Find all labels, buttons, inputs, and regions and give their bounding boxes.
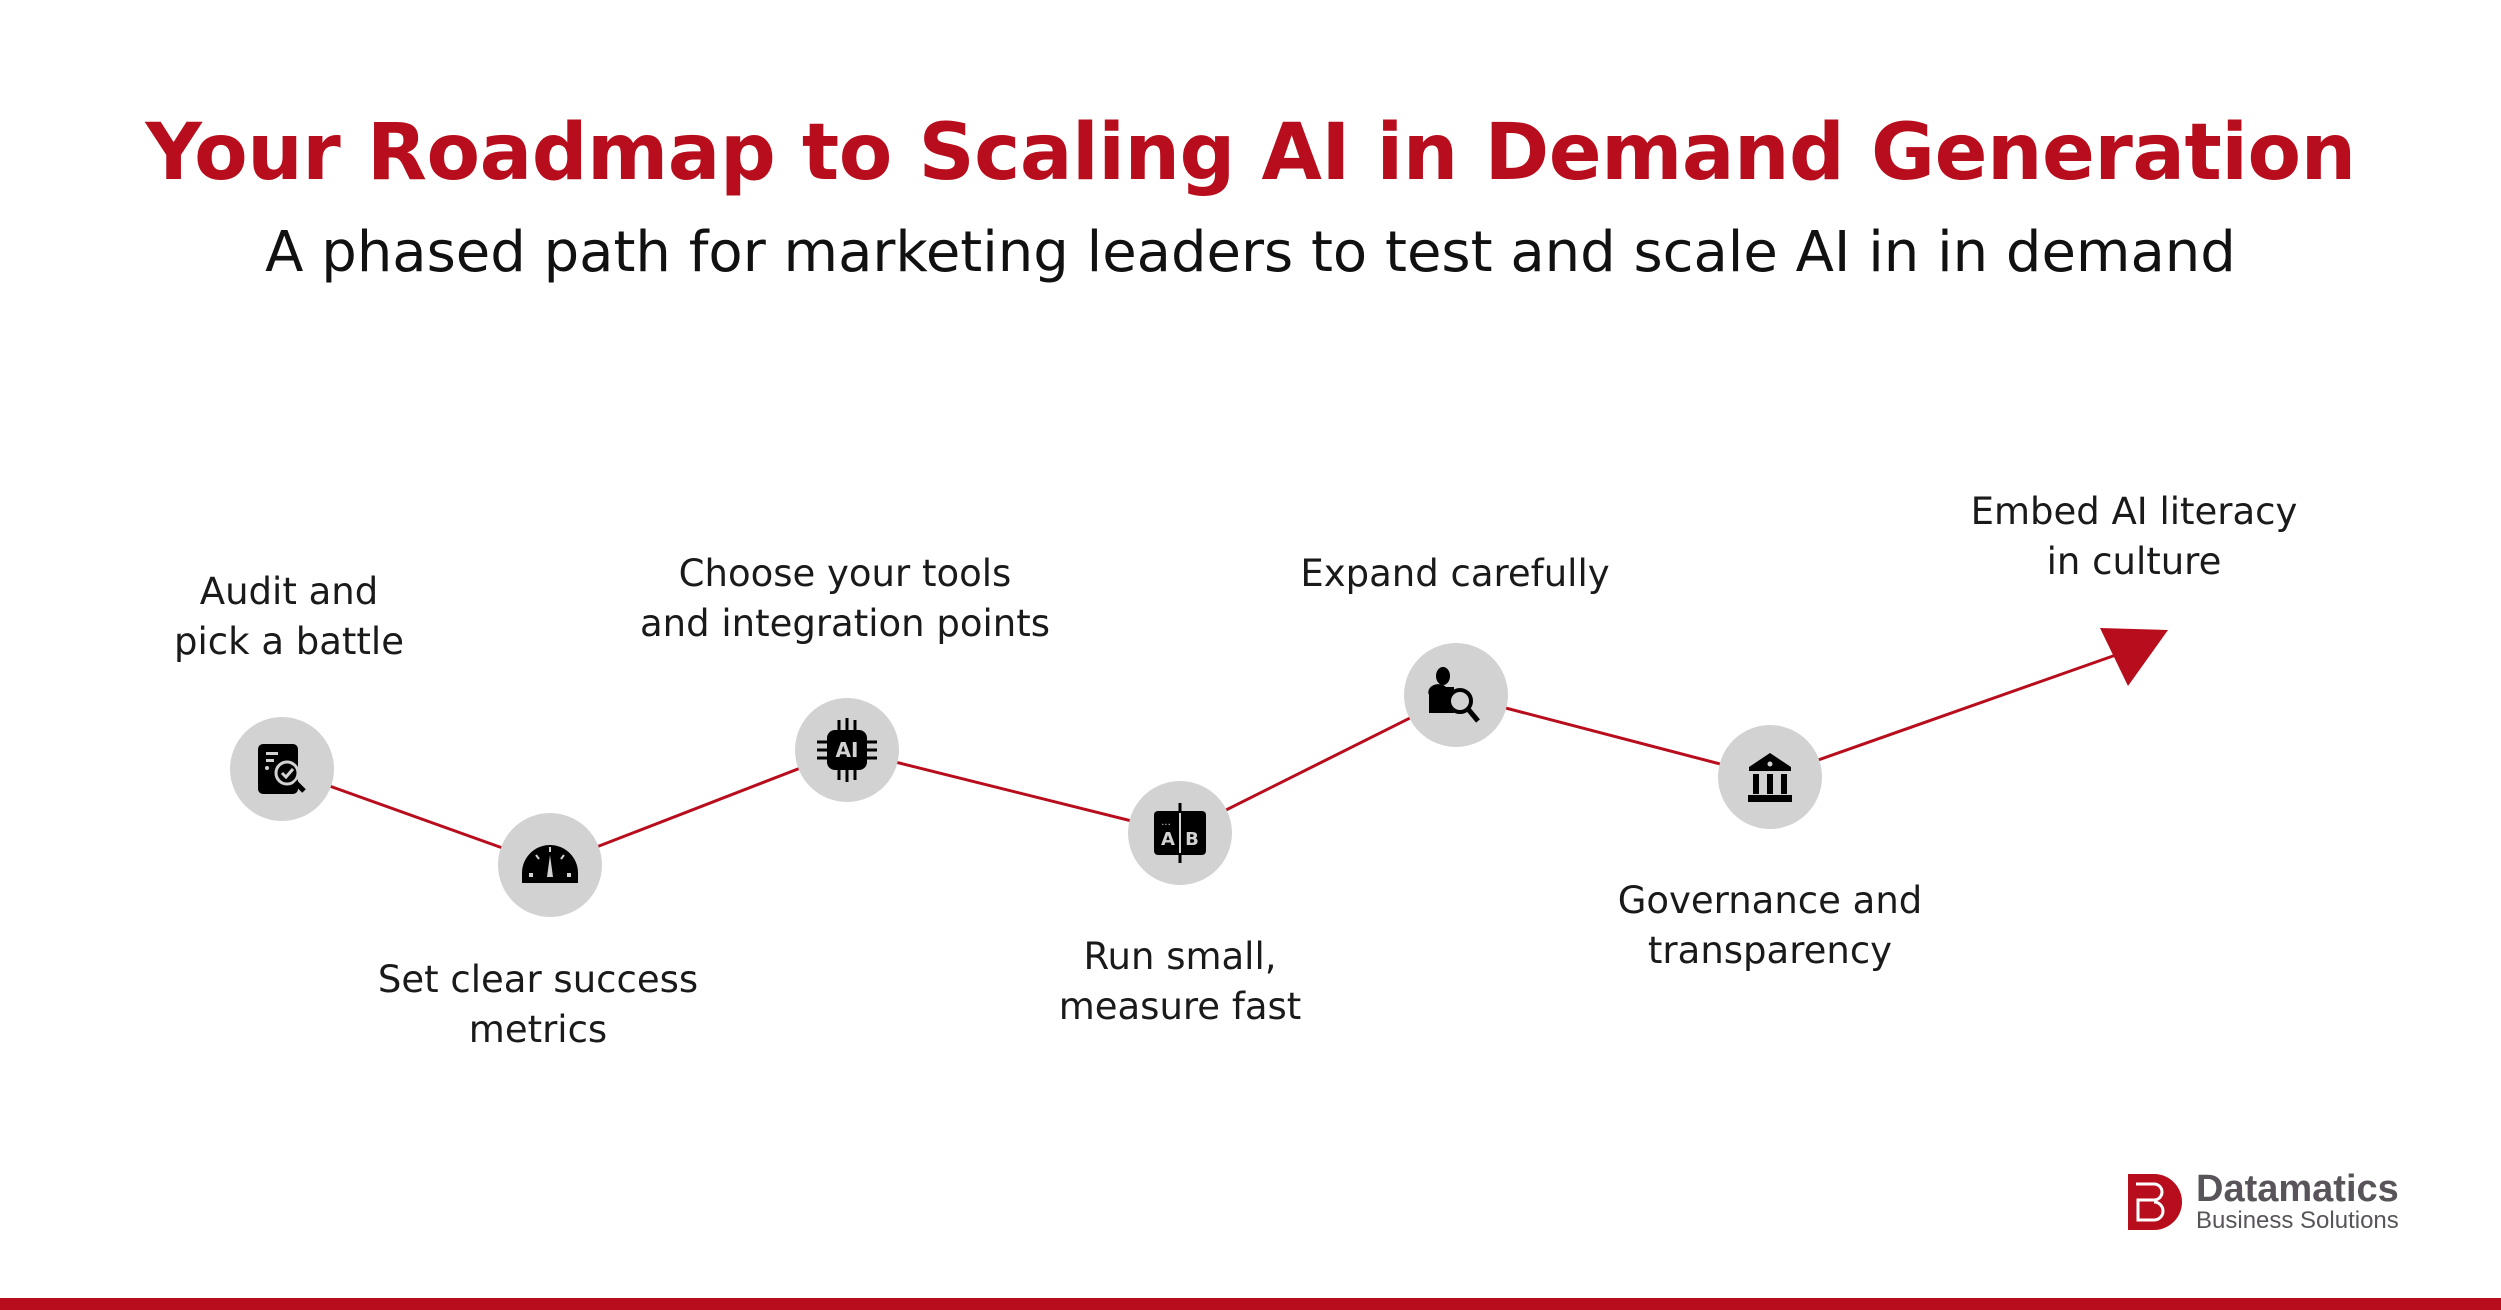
step-label-culture: Embed AI literacy in culture: [1874, 487, 2394, 587]
page-subtitle: A phased path for marketing leaders to t…: [265, 220, 2236, 285]
logo-name: Datamatics: [2196, 1168, 2399, 1210]
step-node-metrics: [498, 813, 602, 917]
step-label-metrics: Set clear success metrics: [278, 955, 798, 1055]
step-label-audit: Audit and pick a battle: [29, 567, 549, 667]
audit-search-icon: [258, 744, 306, 794]
bottom-accent-bar: [0, 1298, 2501, 1310]
label-line: measure fast: [1058, 985, 1302, 1028]
label-line: Set clear success: [377, 958, 699, 1001]
arrow-head-icon: [2100, 628, 2168, 686]
svg-text:B: B: [1185, 829, 1199, 850]
label-line: transparency: [1647, 929, 1893, 972]
label-line: in culture: [2046, 540, 2222, 583]
svg-text:...: ...: [1161, 817, 1171, 828]
datamatics-logo-icon: [2128, 1174, 2182, 1230]
step-node-expand: [1404, 643, 1508, 747]
step-label-tools: Choose your tools and integration points: [585, 549, 1105, 649]
svg-text:AI: AI: [836, 738, 859, 762]
step-node-audit: [230, 717, 334, 821]
label-line: Expand carefully: [1300, 552, 1610, 595]
page-title: Your Roadmap to Scaling AI in Demand Gen…: [145, 108, 2356, 198]
step-label-governance: Governance and transparency: [1510, 876, 2030, 976]
label-line: Audit and: [199, 570, 379, 613]
label-line: Embed AI literacy: [1970, 490, 2298, 533]
step-node-governance: [1718, 725, 1822, 829]
step-label-run-small: Run small, measure fast: [920, 932, 1440, 1032]
label-line: metrics: [468, 1008, 608, 1051]
step-label-expand: Expand carefully: [1195, 549, 1715, 599]
person-search-icon: [1428, 667, 1480, 723]
ai-chip-icon: AI: [817, 718, 877, 782]
label-line: and integration points: [639, 602, 1051, 645]
logo-tagline: Business Solutions: [2196, 1207, 2399, 1234]
step-node-tools: AI: [795, 698, 899, 802]
label-line: pick a battle: [174, 620, 404, 663]
company-logo: Datamatics Business Solutions: [2128, 1170, 2399, 1234]
label-line: Run small,: [1083, 935, 1277, 978]
label-line: Governance and: [1617, 879, 1923, 922]
speedometer-icon: [522, 845, 578, 883]
svg-text:A: A: [1161, 829, 1175, 850]
bank-building-icon: [1748, 753, 1792, 802]
ab-test-icon: A B ...: [1154, 803, 1206, 863]
label-line: Choose your tools: [678, 552, 1012, 595]
step-node-run-small: A B ...: [1128, 781, 1232, 885]
